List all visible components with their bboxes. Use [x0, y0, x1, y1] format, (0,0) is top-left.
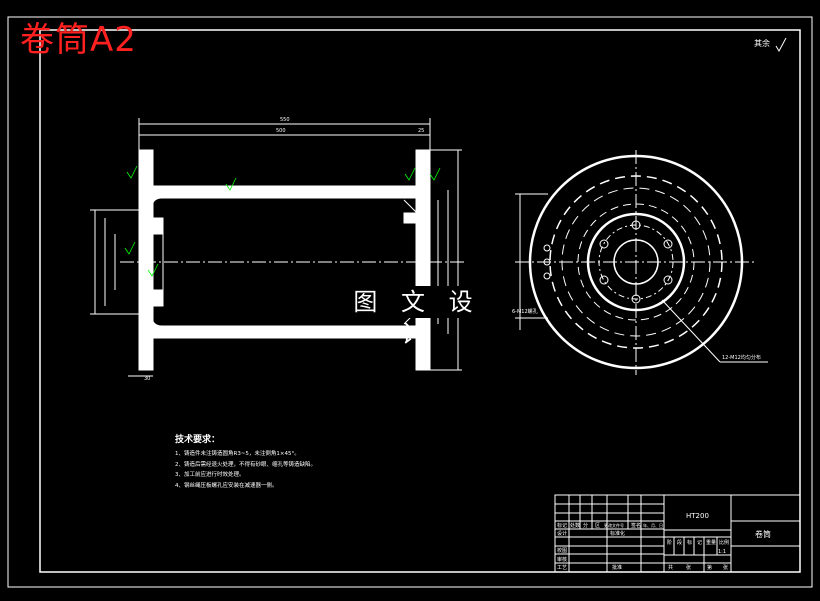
bolt-hole-5 [599, 275, 609, 285]
bolt-hole-2 [663, 239, 673, 249]
sheet-label-1: 张 [686, 564, 691, 571]
stage-label-5: 比例 [719, 539, 729, 546]
sheet-label-0: 共 [668, 564, 673, 571]
title-block [554, 494, 801, 573]
right-hub [403, 199, 417, 325]
roughness-mark-4 [147, 263, 159, 277]
row-label-1: 校图 [557, 547, 567, 554]
roughness-mark-1 [126, 165, 138, 179]
notes-item-1: 1、铸造件未注铸造圆角R3~5，未注倒角1×45°。 [175, 451, 300, 457]
section-dim-text: 550 500 25 30 [144, 117, 424, 382]
stage-label-1: 段 [677, 539, 682, 546]
header-label-3: 区 [595, 523, 600, 529]
stage-label-3: 记 [697, 539, 702, 546]
header-label-4: 更改文件号 [604, 522, 624, 528]
std-label: 标准化 [610, 530, 625, 537]
roughness-mark-3 [404, 167, 416, 181]
header-label-6: 年、月、日 [643, 522, 663, 528]
bolt-hole-1 [631, 220, 641, 230]
bolt-holes-text: 12-M12均匀分布 [722, 354, 761, 361]
dim-overall-text: 550 [280, 117, 290, 123]
dim-flange-text: 25 [418, 128, 424, 134]
outer-border [7, 16, 813, 588]
row-label-3: 工艺 [557, 565, 567, 571]
stage-label-0: 阶 [667, 539, 672, 546]
stage-label-4: 重量 [706, 539, 716, 546]
stage-label-2: 标 [687, 539, 692, 546]
header-label-0: 标记 [557, 522, 567, 529]
roughness-marks [124, 165, 441, 277]
title-block-text: HT200 卷筒 标记 处数 分 区 更改文件号 签名 年、月、日 设计 校图 … [557, 512, 771, 571]
drawing-title: 卷筒A2 [20, 20, 137, 60]
inner-border [39, 29, 801, 573]
bolt-hole-3 [663, 275, 673, 285]
end-view [515, 150, 768, 375]
roughness-mark-5 [429, 167, 441, 181]
clamp-hole-3 [543, 272, 551, 280]
left-hub-bot [144, 289, 164, 307]
header-label-5: 签名 [631, 522, 641, 529]
notes-item-3: 3、加工前应进行时效处理。 [175, 472, 245, 478]
surface-note: 其余 [754, 39, 770, 48]
right-hub-boss-top [403, 212, 417, 224]
sheet-label-2: 第 [707, 564, 712, 571]
bolt-hole-6 [599, 239, 609, 249]
approve-label: 批准 [612, 564, 622, 571]
scale-value: 1:1 [718, 549, 726, 555]
roughness-mark-6 [124, 241, 136, 255]
shell-top [151, 185, 417, 209]
notes-item-4: 4、钢丝绳压板螺孔应安装在减速器一侧。 [175, 482, 278, 489]
sheet-label-3: 张 [723, 564, 728, 571]
row-label-0: 设计 [557, 530, 567, 537]
clamp-hole-1 [543, 244, 551, 252]
end-dim-text: 12-M12均匀分布 6-M12螺孔 [512, 308, 761, 361]
clamp-hole-2 [543, 258, 551, 266]
header-label-1: 处数 [570, 522, 580, 529]
technical-requirements: 技术要求： 1、铸造件未注铸造圆角R3~5，未注倒角1×45°。 2、铸造后需经… [175, 432, 316, 491]
notes-item-2: 2、铸造后需经退火处理，不得有砂眼、缩孔等铸造缺陷。 [175, 461, 317, 468]
row-label-2: 审核 [557, 556, 567, 563]
title-block-frame [554, 494, 801, 573]
dim-inner-text: 500 [276, 128, 286, 134]
left-hub-top [144, 217, 164, 235]
watermark: 图 文 设 计 [338, 286, 496, 348]
left-flange [138, 149, 154, 371]
material-text: HT200 [686, 512, 709, 520]
end-leader [661, 299, 721, 363]
dim-base-text: 30 [144, 376, 150, 382]
notes-heading: 技术要求： [175, 435, 221, 445]
part-name-text: 卷筒 [755, 529, 771, 539]
roughness-symbol-icon [775, 37, 787, 53]
roughness-mark-2 [225, 177, 237, 191]
shell-bottom [151, 315, 417, 339]
center-holes-text: 6-M12螺孔 [512, 308, 538, 315]
bolt-hole-4 [631, 294, 641, 304]
header-label-2: 分 [583, 522, 588, 529]
